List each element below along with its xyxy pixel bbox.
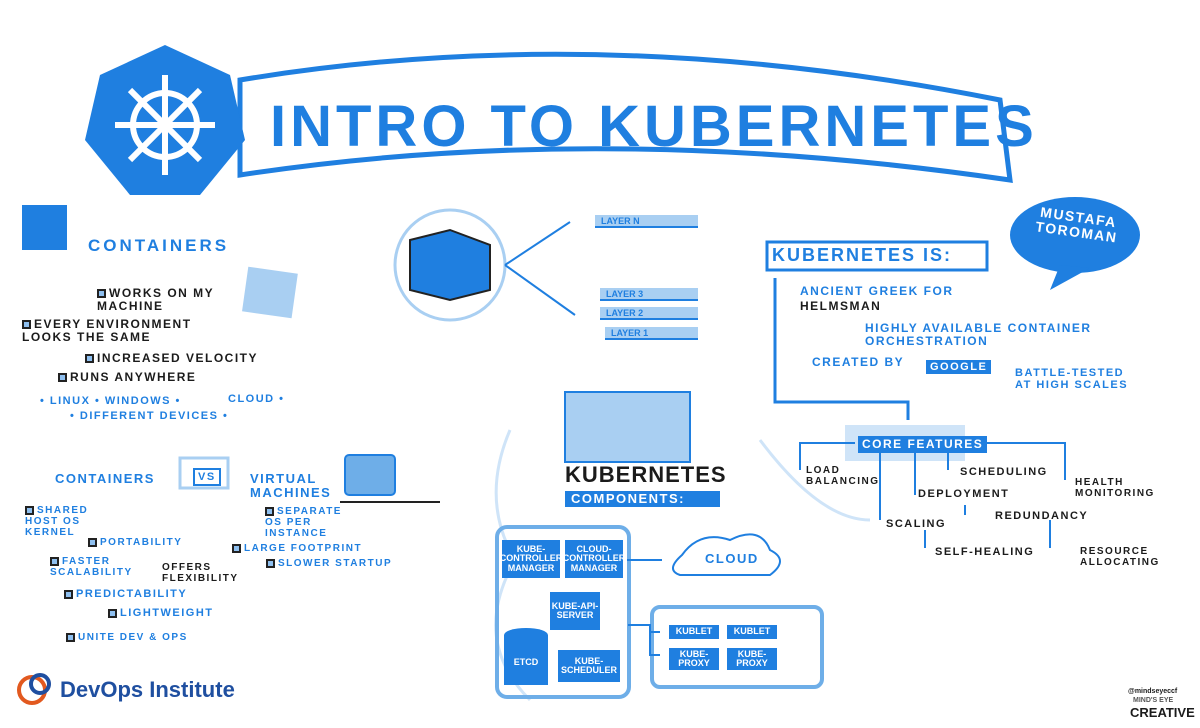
- kube-api-server: Kube-api-server: [550, 592, 600, 630]
- list-item: Shared host OS kernel: [25, 505, 89, 538]
- platform-text: Cloud •: [228, 393, 285, 405]
- vs-label: VS: [193, 468, 221, 487]
- checkbox-icon: [22, 320, 31, 330]
- kube-proxy: Kube-proxy: [669, 648, 719, 670]
- list-item: Predictability: [64, 588, 187, 600]
- feature-item: Redundancy: [995, 510, 1089, 522]
- feature-item: Deployment: [918, 488, 1010, 500]
- feature-item: Resource allocating: [1080, 546, 1160, 568]
- credit-line2: Creative: [1130, 705, 1195, 720]
- definition-text: Highly available container orchestration: [865, 321, 1092, 349]
- platform-text: • Different devices •: [70, 410, 229, 422]
- list-item: Increased velocity: [85, 351, 258, 365]
- kube-controller-manager: Kube-controller manager: [500, 540, 562, 578]
- helm-wheel-icon: [115, 75, 215, 175]
- feature-item: Self-healing: [935, 546, 1035, 558]
- platform-text: • Linux • Windows •: [40, 395, 181, 407]
- list-item: Portability: [88, 537, 182, 548]
- checkbox-icon: [232, 543, 241, 553]
- layer-bar: Layer N: [595, 215, 698, 228]
- definition-text: Helmsman: [800, 299, 882, 313]
- checkbox-icon: [66, 632, 75, 642]
- layer-bar: Layer 3: [600, 288, 698, 301]
- checkbox-icon: [85, 354, 94, 364]
- vm-label: Virtual machines: [250, 471, 332, 501]
- list-item: Unite Dev & Ops: [66, 632, 188, 643]
- feature-item: Health monitoring: [1075, 477, 1155, 499]
- list-item: Separate OS per instance: [265, 506, 342, 539]
- checkbox-icon: [97, 289, 106, 299]
- kublet: Kublet: [727, 625, 777, 639]
- container-box-icon: [409, 228, 491, 302]
- components-heading: Kubernetes: [565, 462, 727, 487]
- checkbox-icon: [265, 506, 274, 516]
- page-title: Intro to Kubernetes: [270, 94, 1038, 159]
- credit-handle: @mindseyeccf: [1128, 688, 1178, 695]
- kubernetes-is-heading: Kubernetes is:: [772, 245, 953, 265]
- cloud-icon: [672, 533, 781, 576]
- checkbox-icon: [88, 537, 97, 547]
- list-item: Faster scalability: [50, 556, 133, 578]
- containers-label: Containers: [55, 471, 155, 486]
- credit-line1: Mind's Eye: [1133, 697, 1174, 704]
- list-item: Lightweight: [108, 607, 214, 619]
- devops-institute-logo: DevOps Institute: [60, 677, 235, 702]
- checkbox-icon: [108, 608, 117, 618]
- devops-institute-logo-icon: [17, 673, 51, 705]
- database-icon: [504, 635, 548, 685]
- cloud-controller-manager: Cloud-controller manager: [563, 540, 625, 578]
- checkbox-icon: [25, 505, 34, 515]
- list-item: Runs anywhere: [58, 370, 196, 384]
- feature-item: Scheduling: [960, 466, 1048, 478]
- offers-flexibility: Offers flexibility: [162, 562, 239, 584]
- core-features-heading: Core Features: [858, 436, 988, 454]
- kublet: Kublet: [669, 625, 719, 639]
- definition-text: Battle-tested at high scales: [1015, 367, 1129, 392]
- kube-proxy: Kube-proxy: [727, 648, 777, 670]
- etcd: ETCD: [513, 657, 539, 668]
- cloud-label: Cloud: [705, 551, 759, 566]
- checkbox-icon: [50, 556, 59, 566]
- list-item: Every environment looks the same: [22, 317, 192, 345]
- definition-text: Ancient Greek for: [800, 284, 954, 298]
- feature-item: Load balancing: [806, 465, 880, 487]
- list-item: Large footprint: [232, 543, 362, 554]
- components-subheading: Components:: [565, 491, 720, 508]
- definition-text: Created by: [812, 355, 905, 369]
- checkbox-icon: [64, 589, 73, 599]
- layer-bar: Layer 2: [600, 307, 698, 320]
- layer-bar: Layer 1: [605, 327, 698, 340]
- google-badge: Google: [926, 360, 992, 375]
- list-item: Works on my machine: [97, 286, 214, 314]
- kube-scheduler: Kube-scheduler: [558, 650, 620, 682]
- checkbox-icon: [266, 558, 275, 568]
- list-item: Slower startup: [266, 558, 392, 569]
- monitor-icon: [344, 454, 396, 496]
- feature-item: Scaling: [886, 518, 946, 530]
- checkbox-icon: [58, 373, 67, 383]
- containers-heading: Containers: [88, 236, 230, 255]
